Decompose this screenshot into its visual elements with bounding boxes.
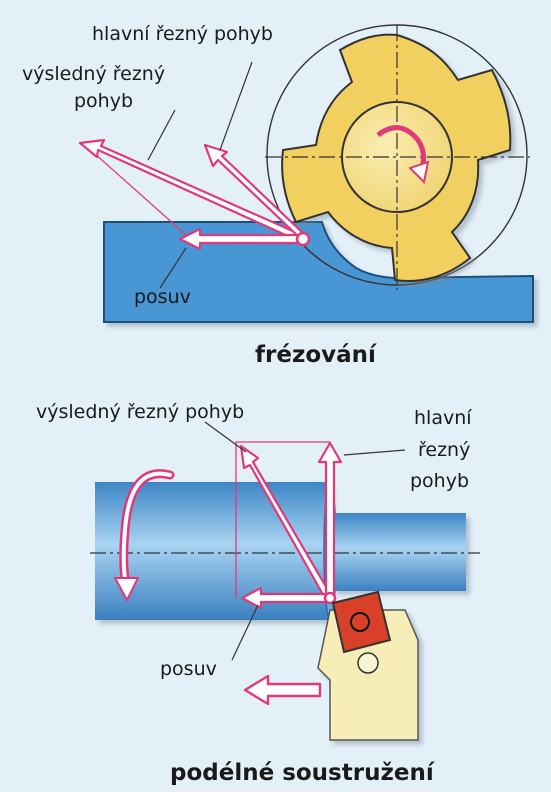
milling-main-arrow — [203, 143, 307, 241]
tool-holder-screw — [357, 652, 379, 674]
rotation-arrow-icon — [376, 125, 426, 174]
turning-leader-feed — [231, 604, 259, 661]
turning-main-label-1: hlavní — [414, 407, 472, 429]
turning-main-label-3: pohyb — [410, 470, 469, 492]
turning-leader-main — [343, 449, 406, 456]
milling-main-label: hlavní řezný pohyb — [92, 23, 273, 45]
leader-result — [147, 109, 176, 161]
turning-main-arrow — [317, 441, 343, 600]
turning-feed-label: posuv — [160, 658, 217, 680]
turning-section: výsledný řezný pohyb hlavní řezný pohyb … — [36, 401, 480, 786]
milling-section: hlavní řezný pohyb výsledný řezný pohyb … — [22, 23, 534, 368]
leader-feed — [159, 247, 187, 289]
milling-contact-point — [295, 231, 311, 247]
tool-feed-arrow — [243, 674, 322, 706]
turning-workpiece-small — [333, 513, 466, 591]
cutting-insert-hole — [350, 612, 370, 632]
turning-rotation-arrow-inner — [121, 471, 172, 587]
leader-main — [219, 61, 253, 151]
turning-resultant-arrow — [239, 444, 334, 602]
turning-contact-point — [323, 591, 337, 605]
milling-result-label-2: pohyb — [74, 90, 133, 112]
milling-resultant-arrow — [78, 138, 306, 244]
turning-main-label-2: řezný — [418, 439, 470, 461]
turning-title: podélné soustružení — [170, 760, 435, 786]
milling-feed-label: posuv — [134, 286, 191, 308]
milling-title: frézování — [255, 342, 377, 368]
turning-result-label: výsledný řezný pohyb — [36, 401, 244, 423]
milling-result-label-1: výsledný řezný — [22, 63, 165, 85]
rotation-arrow-head — [408, 160, 430, 185]
turning-rotation-arrowhead — [113, 577, 140, 603]
turning-feed-arrow — [240, 586, 328, 610]
turning-leader-result — [204, 421, 247, 453]
milling-feed-arrow — [178, 227, 304, 251]
